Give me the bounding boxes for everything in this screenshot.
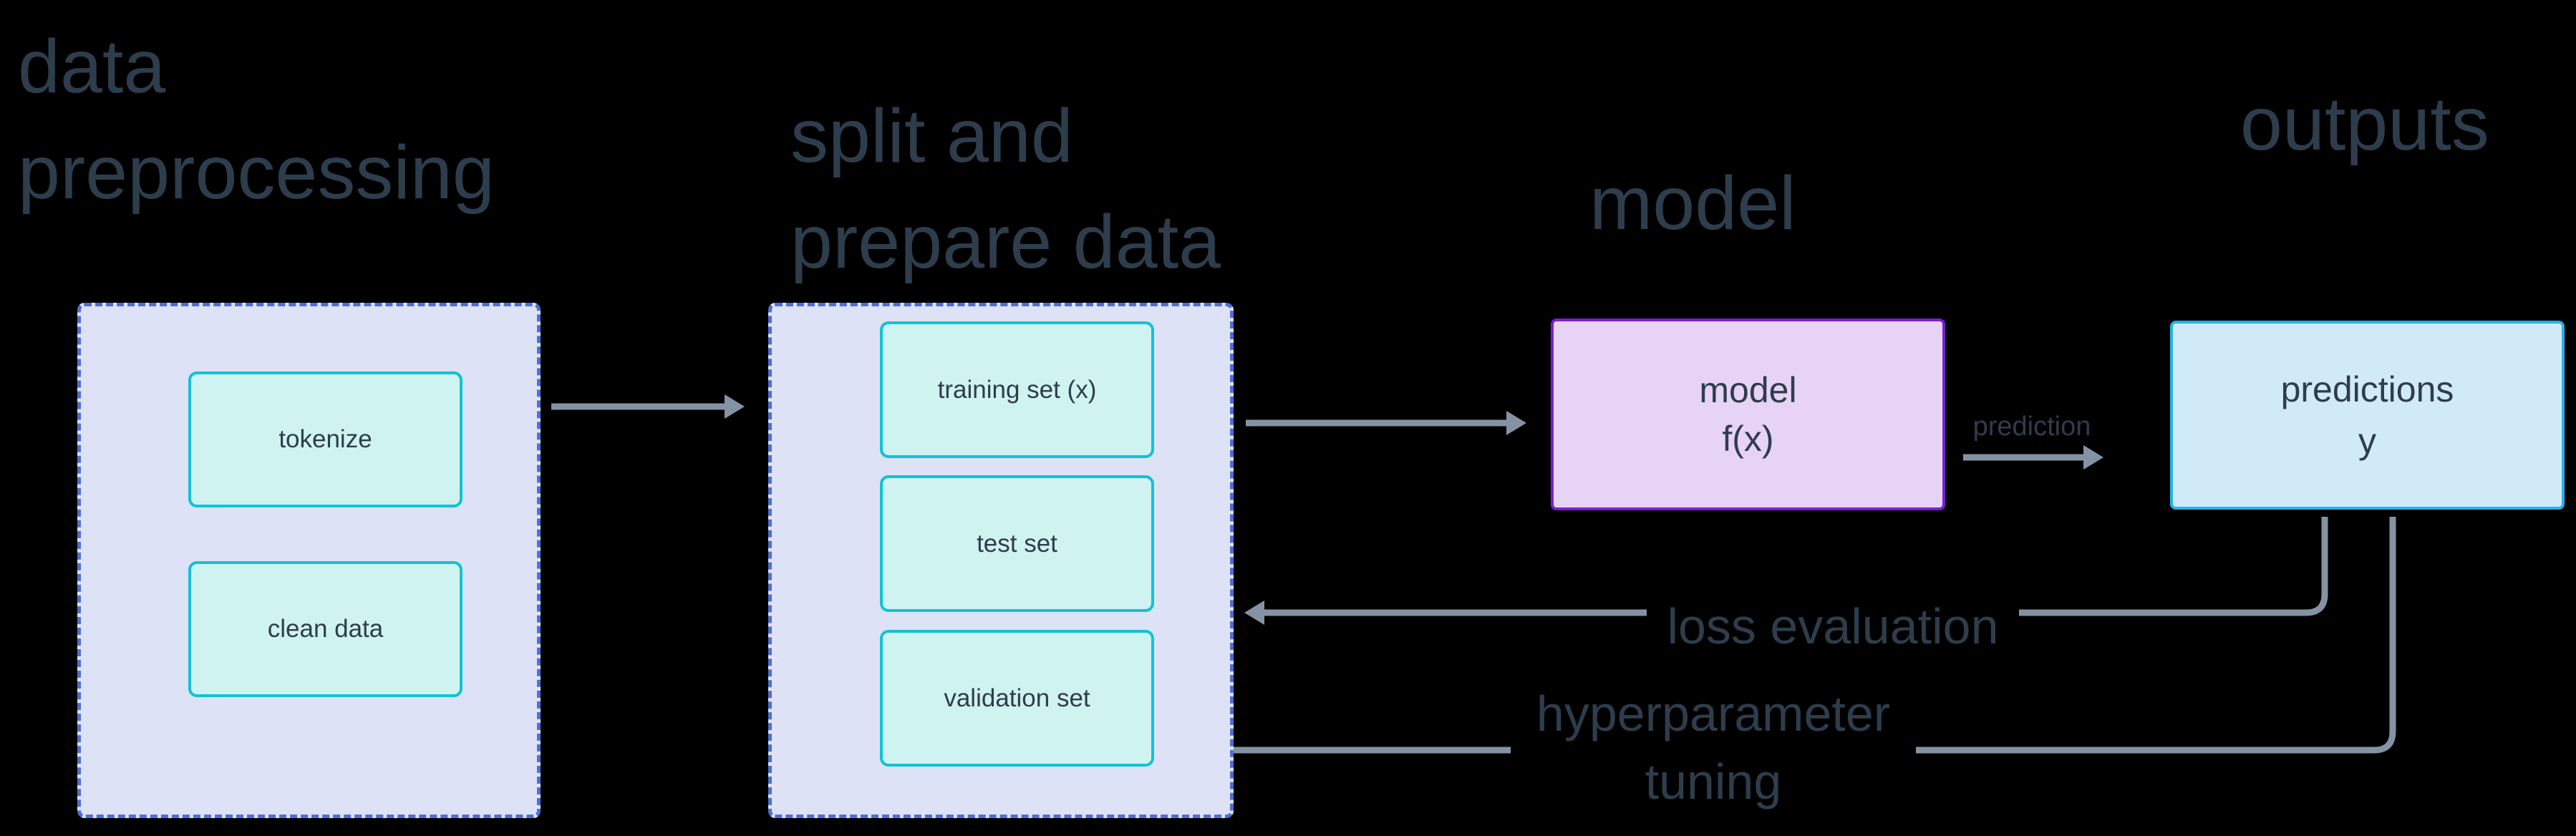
arrowhead-left-loss: [1244, 601, 1264, 625]
box-clean-data: clean data: [188, 561, 463, 697]
arrowhead-right-1: [725, 394, 745, 419]
box-test-set: test set: [880, 475, 1154, 612]
title-data-preprocessing: data preprocessing: [18, 24, 495, 215]
label-prediction: prediction: [1972, 412, 2091, 442]
label-loss-evaluation: loss evaluation: [1647, 594, 2019, 658]
label-hyperparameter-tuning: hyperparameter tuning: [1511, 680, 1916, 816]
box-training-set: training set (x): [880, 321, 1154, 458]
group-data-preprocessing: [77, 303, 541, 818]
box-model-fx: model f(x): [1551, 319, 1945, 510]
title-outputs: outputs: [2240, 82, 2489, 166]
box-tokenize: tokenize: [188, 371, 463, 507]
title-split-and-prepare-data: split and prepare data: [790, 94, 1221, 284]
title-model: model: [1589, 161, 1796, 246]
arrowhead-right-3: [2083, 445, 2103, 470]
box-predictions-y: predictions y: [2170, 321, 2565, 510]
arrowhead-right-2: [1506, 411, 1526, 435]
box-validation-set: validation set: [880, 630, 1154, 767]
